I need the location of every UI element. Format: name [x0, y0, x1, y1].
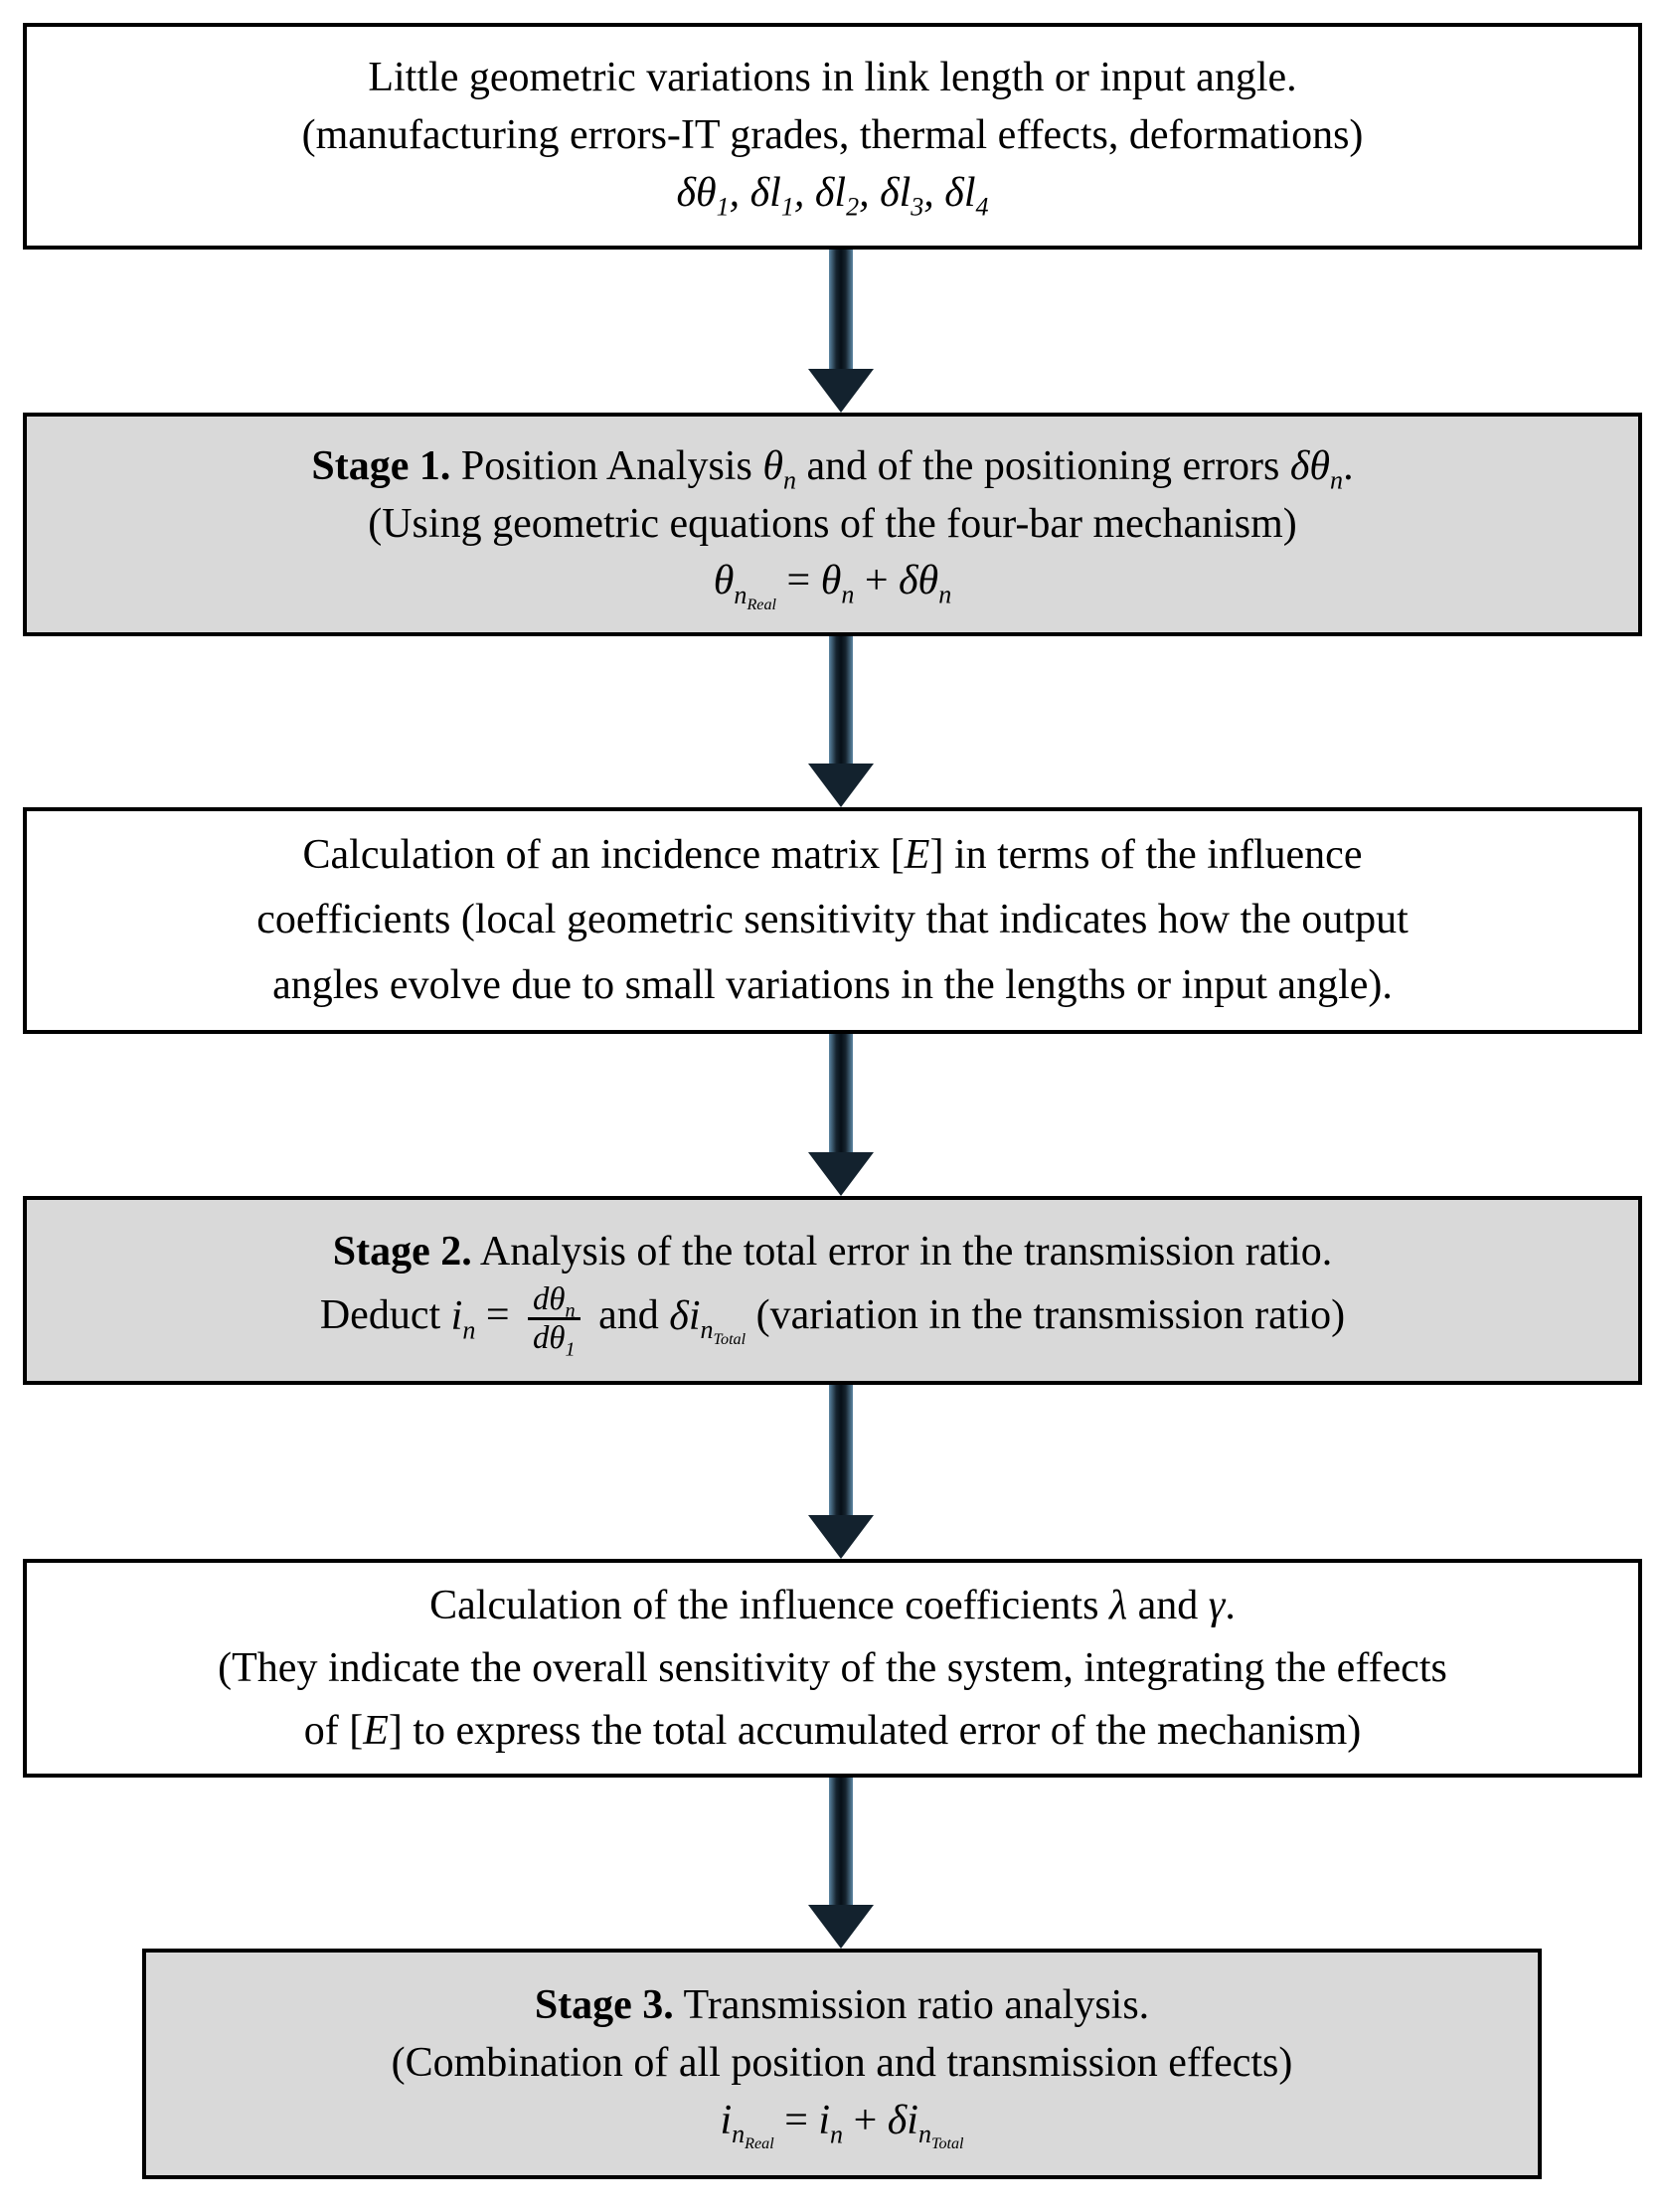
arrow-head-icon	[808, 369, 874, 413]
box-text-line: Stage 3. Transmission ratio analysis.	[534, 1982, 1150, 2029]
box-text-line: coefficients (local geometric sensitivit…	[256, 897, 1409, 943]
box-text-line: Stage 1. Position Analysis θn and of the…	[311, 442, 1354, 494]
arrow-head-icon	[808, 764, 874, 807]
arrow-head-icon	[808, 1515, 874, 1559]
arrow-shaft	[829, 636, 853, 766]
box-text-line: Stage 2. Analysis of the total error in …	[332, 1229, 1333, 1276]
box-text-line: (Combination of all position and transmi…	[391, 2040, 1293, 2087]
arrow-shaft	[829, 1778, 853, 1907]
box-text-line: of [E] to express the total accumulated …	[303, 1707, 1362, 1754]
down-arrow-1	[808, 250, 874, 413]
box-text-line: (Using geometric equations of the four-b…	[368, 500, 1297, 547]
arrow-shaft	[829, 1034, 853, 1154]
box-text-line: Little geometric variations in link leng…	[368, 55, 1297, 101]
box-text-line: (manufacturing errors-IT grades, thermal…	[301, 112, 1364, 159]
down-arrow-3	[808, 1034, 874, 1196]
box-text-line: Calculation of the influence coefficient…	[429, 1582, 1236, 1628]
flow-box-influence-coefficients: Calculation of the influence coefficient…	[23, 1559, 1642, 1778]
arrow-head-icon	[808, 1152, 874, 1196]
box-formula-line: θnReal = θn + δθn	[713, 558, 952, 614]
down-arrow-4	[808, 1385, 874, 1559]
down-arrow-2	[808, 636, 874, 807]
box-text-line: Calculation of an incidence matrix [E] i…	[302, 832, 1363, 879]
box-formula-line: δθ1, δl1, δl2, δl3, δl4	[676, 169, 989, 222]
flow-box-stage-1: Stage 1. Position Analysis θn and of the…	[23, 413, 1642, 636]
box-text-line: (They indicate the overall sensitivity o…	[218, 1644, 1447, 1691]
arrow-head-icon	[808, 1905, 874, 1949]
arrow-shaft	[829, 1385, 853, 1517]
box-formula-line: inReal = in + δinTotal	[720, 2097, 964, 2153]
box-text-line: angles evolve due to small variations in…	[272, 961, 1393, 1008]
flow-box-stage-3: Stage 3. Transmission ratio analysis. (C…	[142, 1949, 1542, 2179]
arrow-shaft	[829, 250, 853, 371]
flow-box-stage-2: Stage 2. Analysis of the total error in …	[23, 1196, 1642, 1385]
flow-box-incidence-matrix: Calculation of an incidence matrix [E] i…	[23, 807, 1642, 1034]
flow-box-geometric-variations: Little geometric variations in link leng…	[23, 23, 1642, 250]
down-arrow-5	[808, 1778, 874, 1949]
